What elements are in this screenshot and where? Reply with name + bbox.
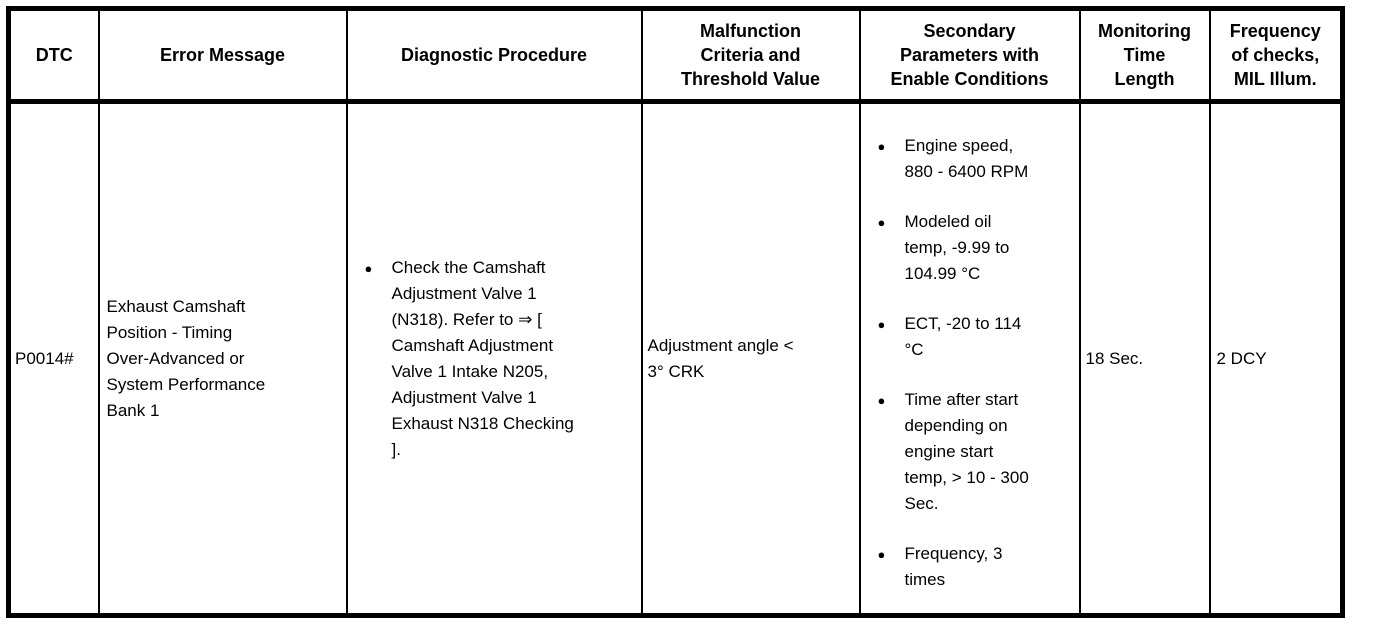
cell-frequency-of-checks: 2 DCY <box>1208 100 1344 617</box>
header-row: DTC Error Message Diagnostic Procedure M… <box>7 7 1344 104</box>
table-row: P0014# Exhaust Camshaft Position - Timin… <box>7 100 1344 617</box>
bullet-item: ● Check the Camshaft Adjustment Valve 1 (… <box>365 255 639 463</box>
dtc-table: DTC Error Message Diagnostic Procedure M… <box>6 6 1345 618</box>
header-error-message: Error Message <box>97 7 348 104</box>
cell-error-message: Exhaust Camshaft Position - Timing Over-… <box>97 100 348 617</box>
bullet-item: ● Engine speed, 880 - 6400 RPM <box>878 133 1077 185</box>
bullet-item-text: Time after start depending on engine sta… <box>904 390 1029 513</box>
dtc-code: P0014# <box>15 348 74 368</box>
bullet-icon: ● <box>877 393 886 408</box>
bullet-item-text: Check the Camshaft Adjustment Valve 1 (N… <box>391 257 574 459</box>
bullet-icon: ● <box>877 139 886 154</box>
monitoring-time-length-text: 18 Sec. <box>1085 348 1144 368</box>
bullet-item: ● Time after start depending on engine st… <box>878 387 1077 517</box>
diagnostic-procedure-list: ● Check the Camshaft Adjustment Valve 1 (… <box>348 255 641 463</box>
cell-monitoring-time-length: 18 Sec. <box>1078 100 1211 617</box>
frequency-of-checks-text: 2 DCY <box>1216 348 1267 368</box>
bullet-icon: ● <box>877 215 886 230</box>
header-malfunction-criteria: Malfunction Criteria and Threshold Value <box>640 7 861 104</box>
header-frequency-of-checks: Frequency of checks, MIL Illum. <box>1208 7 1344 104</box>
bullet-icon: ● <box>877 317 886 332</box>
bullet-item-text: Frequency, 3 times <box>904 544 1003 589</box>
bullet-item: ● ECT, -20 to 114 °C <box>878 311 1077 363</box>
header-diagnostic-procedure: Diagnostic Procedure <box>345 7 643 104</box>
bullet-item-text: Modeled oil temp, -9.99 to 104.99 °C <box>904 212 1010 283</box>
bullet-item-text: ECT, -20 to 114 °C <box>904 314 1022 359</box>
secondary-parameters-list: ● Engine speed, 880 - 6400 RPM ● Modeled oi… <box>861 124 1079 593</box>
cell-malfunction-criteria: Adjustment angle < 3° CRK <box>640 100 861 617</box>
error-message-text: Exhaust Camshaft Position - Timing Over-… <box>106 296 266 420</box>
bullet-item-text: Engine speed, 880 - 6400 RPM <box>904 136 1029 181</box>
header-dtc: DTC <box>7 7 100 104</box>
header-monitoring-time-length: Monitoring Time Length <box>1078 7 1211 104</box>
bullet-icon: ● <box>364 260 373 276</box>
bullet-icon: ● <box>877 547 886 562</box>
bullet-item: ● Modeled oil temp, -9.99 to 104.99 °C <box>878 209 1077 287</box>
cell-secondary-parameters: ● Engine speed, 880 - 6400 RPM ● Modeled oi… <box>858 100 1081 617</box>
cell-dtc-code: P0014# <box>7 100 100 617</box>
cell-diagnostic-procedure: ● Check the Camshaft Adjustment Valve 1 (… <box>345 100 643 617</box>
bullet-item: ● Frequency, 3 times <box>878 541 1077 593</box>
malfunction-criteria-text: Adjustment angle < 3° CRK <box>647 335 794 381</box>
header-secondary-parameters: Secondary Parameters with Enable Conditi… <box>858 7 1081 104</box>
